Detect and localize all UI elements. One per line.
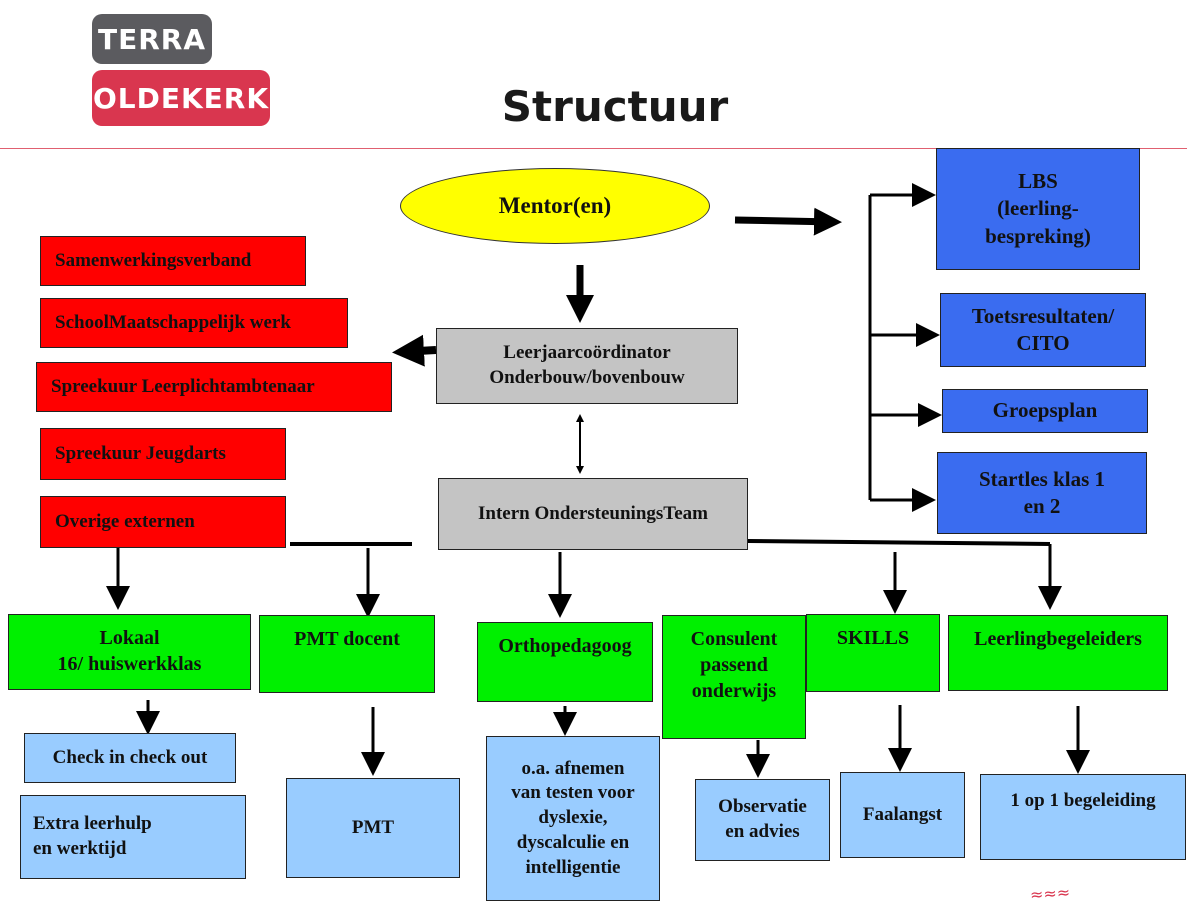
coordinator-node: Leerjaarcoördinator Onderbouw/bovenbouw (436, 328, 738, 404)
consulent-passend-onderwijs-node: Consulent passend onderwijs (662, 615, 806, 739)
pmt-node: PMT (286, 778, 460, 878)
iot-node: Intern OndersteuningsTeam (438, 478, 748, 550)
mentor-node: Mentor(en) (400, 168, 710, 244)
external-overige: Overige externen (40, 496, 286, 548)
orthopedagoog-node: Orthopedagoog (477, 622, 653, 702)
external-samenwerkingsverband: Samenwerkingsverband (40, 236, 306, 286)
arrow-mentor-to-lbs (734, 207, 842, 236)
header-divider (0, 148, 1187, 149)
extra-leerhulp-node: Extra leerhulp en werktijd (20, 795, 246, 879)
faalangst-node: Faalangst (840, 772, 965, 858)
een-op-een-begeleiding-node: 1 op 1 begeleiding (980, 774, 1186, 860)
startles-node: Startles klas 1 en 2 (937, 452, 1147, 534)
observatie-advies-node: Observatie en advies (695, 779, 830, 861)
external-jeugdarts: Spreekuur Jeugdarts (40, 428, 286, 480)
logo-terra: TERRA (92, 14, 212, 64)
skills-node: SKILLS (806, 614, 940, 692)
groepsplan-node: Groepsplan (942, 389, 1148, 433)
lokaal-huiswerkklas-node: Lokaal 16/ huiswerkklas (8, 614, 251, 690)
line-iot-right (747, 539, 1051, 546)
page-title: Structuur (501, 82, 729, 131)
pmt-docent-node: PMT docent (259, 615, 435, 693)
leerlingbegeleiders-node: Leerlingbegeleiders (948, 615, 1168, 691)
lbs-node: LBS (leerling- bespreking) (936, 148, 1140, 270)
testen-node: o.a. afnemen van testen voor dyslexie, d… (486, 736, 660, 901)
check-in-check-out-node: Check in check out (24, 733, 236, 783)
external-leerplichtambtenaar: Spreekuur Leerplichtambtenaar (36, 362, 392, 412)
logo-oldekerk: OLDEKERK (92, 70, 270, 126)
arrow-coordinator-to-externals (392, 334, 437, 367)
toetsresultaten-node: Toetsresultaten/ CITO (940, 293, 1146, 367)
external-schoolmaatschappelijk-werk: SchoolMaatschappelijk werk (40, 298, 348, 348)
